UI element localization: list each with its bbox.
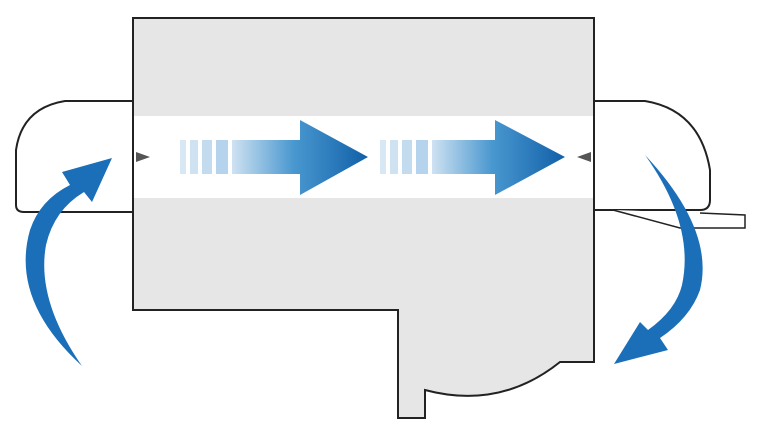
screw-icon	[136, 152, 150, 162]
straight-flow-arrow-1	[180, 120, 368, 195]
main-body	[132, 17, 595, 419]
curved-flow-arrow-right	[614, 155, 703, 364]
screw-icon	[577, 152, 591, 162]
straight-flow-arrow-2	[380, 120, 565, 195]
curved-flow-arrow-left	[25, 158, 112, 366]
left-cover	[15, 100, 133, 213]
right-cover	[594, 100, 711, 211]
